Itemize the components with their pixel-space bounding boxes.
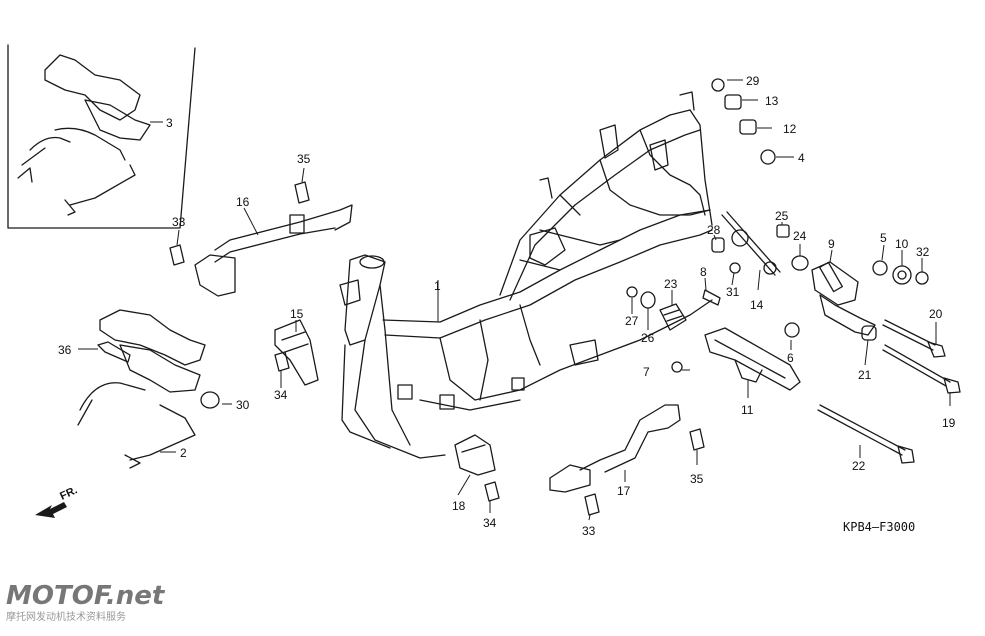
watermark-subtitle: 摩托网发动机技术资料服务 xyxy=(6,610,126,623)
callout-18: 18 xyxy=(452,499,466,513)
callout-35-right: 35 xyxy=(690,472,704,486)
part-18-bracket xyxy=(454,434,496,476)
callout-21: 21 xyxy=(858,368,872,382)
callout-3: 3 xyxy=(166,116,173,130)
callout-12: 12 xyxy=(783,122,797,136)
part-9-link xyxy=(811,261,876,336)
callout-34-bottom: 34 xyxy=(483,516,497,530)
callout-24: 24 xyxy=(793,229,807,243)
callout-25: 25 xyxy=(775,209,789,223)
part-19-bolt xyxy=(882,344,961,394)
part-17-pipe xyxy=(549,404,681,493)
callout-33-bottom: 33 xyxy=(582,524,596,538)
callout-28: 28 xyxy=(707,223,721,237)
callout-32: 32 xyxy=(916,245,930,259)
callout-36: 36 xyxy=(58,343,72,357)
callout-20: 20 xyxy=(929,307,943,321)
callout-11: 11 xyxy=(741,403,754,417)
callout-30: 30 xyxy=(236,398,250,412)
callout-9: 9 xyxy=(828,237,835,251)
callout-34-left: 34 xyxy=(274,388,288,402)
callout-23: 23 xyxy=(664,277,678,291)
part-11-hanger xyxy=(704,327,801,391)
callout-15: 15 xyxy=(290,307,304,321)
part-16-pipe xyxy=(194,204,353,297)
part-3-bracket xyxy=(17,54,151,216)
part-2-bracket xyxy=(77,309,206,469)
callout-6: 6 xyxy=(787,351,794,365)
callout-33-left: 33 xyxy=(172,215,186,229)
callout-5: 5 xyxy=(880,231,887,245)
front-direction-arrow: FR. xyxy=(35,484,79,518)
callout-16: 16 xyxy=(236,195,250,209)
callout-8: 8 xyxy=(700,265,707,279)
callout-19: 19 xyxy=(942,416,956,430)
part-20-bolt xyxy=(882,319,946,358)
leader-lines xyxy=(78,79,951,521)
callout-2: 2 xyxy=(180,446,187,460)
direction-label: FR. xyxy=(58,484,79,502)
part-1-main-frame xyxy=(339,91,713,459)
part-22-bolt xyxy=(817,404,915,464)
inset-divider xyxy=(7,44,196,229)
drawing-code: KPB4—F3000 xyxy=(843,520,915,534)
watermark-logo: MOTOF.net xyxy=(6,581,166,611)
callout-27: 27 xyxy=(625,314,639,328)
watermark: MOTOF.net 摩托网发动机技术资料服务 xyxy=(6,581,166,623)
callout-4: 4 xyxy=(798,151,805,165)
arrow-icon xyxy=(35,502,67,518)
callout-26: 26 xyxy=(641,331,655,345)
hardware-items xyxy=(97,78,929,516)
callout-31: 31 xyxy=(726,285,740,299)
callout-7: 7 xyxy=(643,365,650,379)
callout-29: 29 xyxy=(746,74,760,88)
callout-22: 22 xyxy=(852,459,866,473)
callout-labels: 3 2 1 4 5 6 7 8 9 10 11 12 13 14 15 16 1… xyxy=(58,74,956,538)
part-15-bracket xyxy=(274,319,319,386)
callout-1: 1 xyxy=(434,279,441,293)
callout-35-top: 35 xyxy=(297,152,311,166)
callout-10: 10 xyxy=(895,237,909,251)
callout-17: 17 xyxy=(617,484,631,498)
callout-14: 14 xyxy=(750,298,764,312)
callout-13: 13 xyxy=(765,94,779,108)
